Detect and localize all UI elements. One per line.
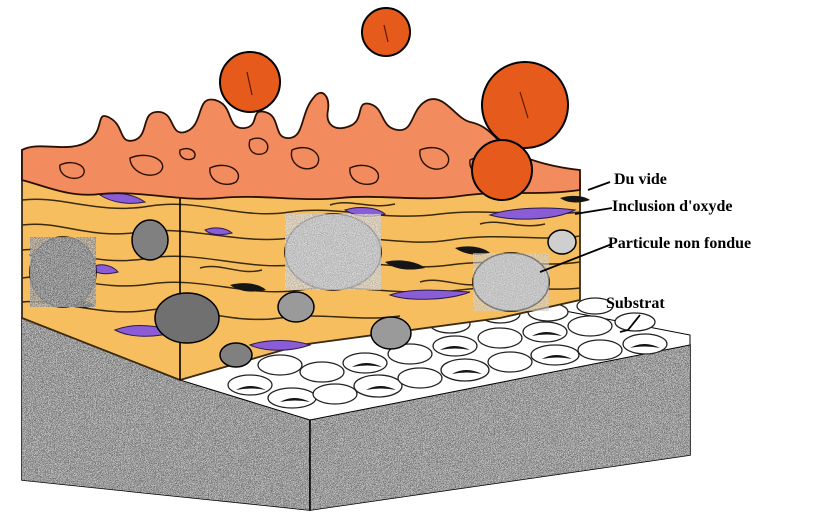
label-unmelted-particle: Particule non fondue — [608, 236, 751, 252]
particle-pointed — [473, 253, 549, 311]
droplet-right — [482, 62, 568, 148]
label-void: Du vide — [614, 172, 667, 188]
leader-void — [588, 182, 610, 190]
particle-large-center — [285, 214, 381, 290]
label-substrate: Substrat — [606, 296, 665, 312]
label-oxide-inclusion: Inclusion d'oxyde — [612, 199, 732, 215]
droplet-landing — [472, 140, 532, 200]
droplet-left — [220, 52, 280, 112]
particle-large-left — [30, 237, 96, 307]
